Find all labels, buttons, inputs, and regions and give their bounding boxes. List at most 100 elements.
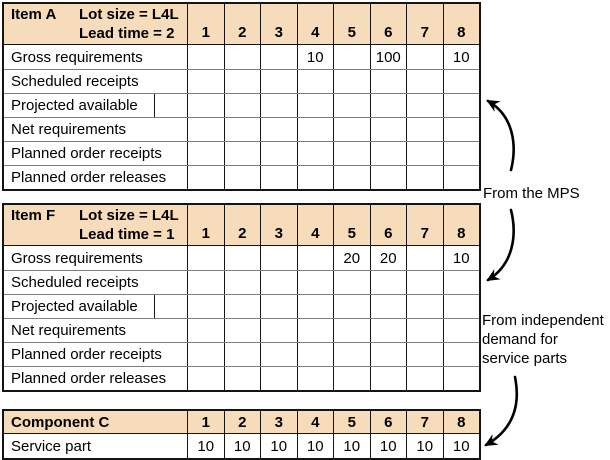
value-cell — [406, 271, 443, 294]
value-cell — [406, 343, 443, 366]
value-cell — [406, 367, 443, 390]
value-cell — [223, 271, 261, 294]
value-cell — [223, 367, 261, 390]
value-cell — [442, 118, 480, 141]
value-cell — [296, 142, 334, 165]
value-cell — [406, 94, 443, 117]
value-cell — [260, 94, 297, 117]
value-cell — [442, 94, 480, 117]
row-label-cell: Service part — [4, 434, 187, 458]
beginning-inventory-subcell — [154, 295, 187, 318]
row-label: Gross requirements — [11, 249, 143, 267]
period-header: 8 — [442, 411, 480, 433]
row-label: Projected available — [11, 298, 138, 315]
value-cell — [369, 118, 407, 141]
value-cell — [369, 142, 407, 165]
value-cell — [296, 94, 334, 117]
value-cell: 10 — [442, 45, 480, 69]
value-cell — [260, 246, 297, 270]
arrow-independent-to-component-c — [484, 375, 519, 447]
value-cell — [442, 70, 480, 93]
value-cell — [296, 319, 334, 342]
row-label: Gross requirements — [11, 48, 143, 66]
value-cell: 20 — [333, 246, 370, 270]
value-cell — [296, 343, 334, 366]
value-cell — [369, 343, 407, 366]
value-cell — [406, 45, 443, 69]
value-cell — [187, 295, 224, 318]
value-cell — [260, 142, 297, 165]
value-cell — [333, 343, 370, 366]
value-cell: 10 — [296, 434, 334, 458]
value-cell — [260, 295, 297, 318]
value-cell — [406, 118, 443, 141]
period-header: 4 — [296, 411, 334, 433]
value-cell: 100 — [369, 45, 407, 69]
value-cell — [442, 142, 480, 165]
value-cell — [333, 319, 370, 342]
value-cell — [296, 118, 334, 141]
value-cell — [406, 295, 443, 318]
row-label-cell: Projected available — [4, 295, 187, 318]
beginning-inventory-subcell — [154, 94, 187, 117]
value-cell — [223, 246, 261, 270]
value-cell — [296, 295, 334, 318]
period-header: 1 — [187, 205, 224, 245]
period-header: 2 — [223, 205, 261, 245]
value-cell — [406, 142, 443, 165]
value-cell — [223, 295, 261, 318]
value-cell — [333, 94, 370, 117]
value-cell — [223, 142, 261, 165]
row-label-cell: Gross requirements — [4, 246, 187, 270]
value-cell — [223, 45, 261, 69]
value-cell — [442, 166, 480, 189]
value-cell — [296, 271, 334, 294]
value-cell — [369, 319, 407, 342]
value-cell — [369, 94, 407, 117]
period-header: 6 — [369, 205, 407, 245]
table-title: Item A — [11, 6, 57, 23]
value-cell — [260, 166, 297, 189]
row-label-cell: Gross requirements — [4, 45, 187, 69]
row-label: Net requirements — [11, 322, 127, 339]
value-cell — [406, 246, 443, 270]
table-row: Planned order receipts — [4, 141, 479, 165]
period-header: 7 — [406, 205, 443, 245]
period-header: 3 — [260, 411, 297, 433]
value-cell — [260, 118, 297, 141]
value-cell — [406, 166, 443, 189]
value-cell: 10 — [296, 45, 334, 69]
annotation-from-mps: From the MPS — [483, 185, 580, 202]
period-header: 5 — [333, 4, 370, 44]
value-cell — [442, 271, 480, 294]
value-cell — [187, 142, 224, 165]
value-cell — [187, 94, 224, 117]
value-cell — [442, 367, 480, 390]
value-cell — [333, 45, 370, 69]
table-row: Planned order releases — [4, 165, 479, 189]
value-cell — [369, 271, 407, 294]
value-cell — [406, 70, 443, 93]
period-header: 4 — [296, 4, 334, 44]
row-label-cell: Scheduled receipts — [4, 70, 187, 93]
value-cell — [296, 166, 334, 189]
arrow-mps-to-item-f — [486, 208, 515, 282]
value-cell: 10 — [442, 434, 480, 458]
value-cell: 10 — [223, 434, 261, 458]
period-header: 8 — [442, 4, 480, 44]
value-cell — [369, 166, 407, 189]
row-label: Planned order releases — [11, 169, 167, 186]
value-cell — [333, 367, 370, 390]
value-cell — [260, 70, 297, 93]
value-cell — [333, 166, 370, 189]
table-row: Planned order receipts — [4, 342, 479, 366]
value-cell — [296, 70, 334, 93]
